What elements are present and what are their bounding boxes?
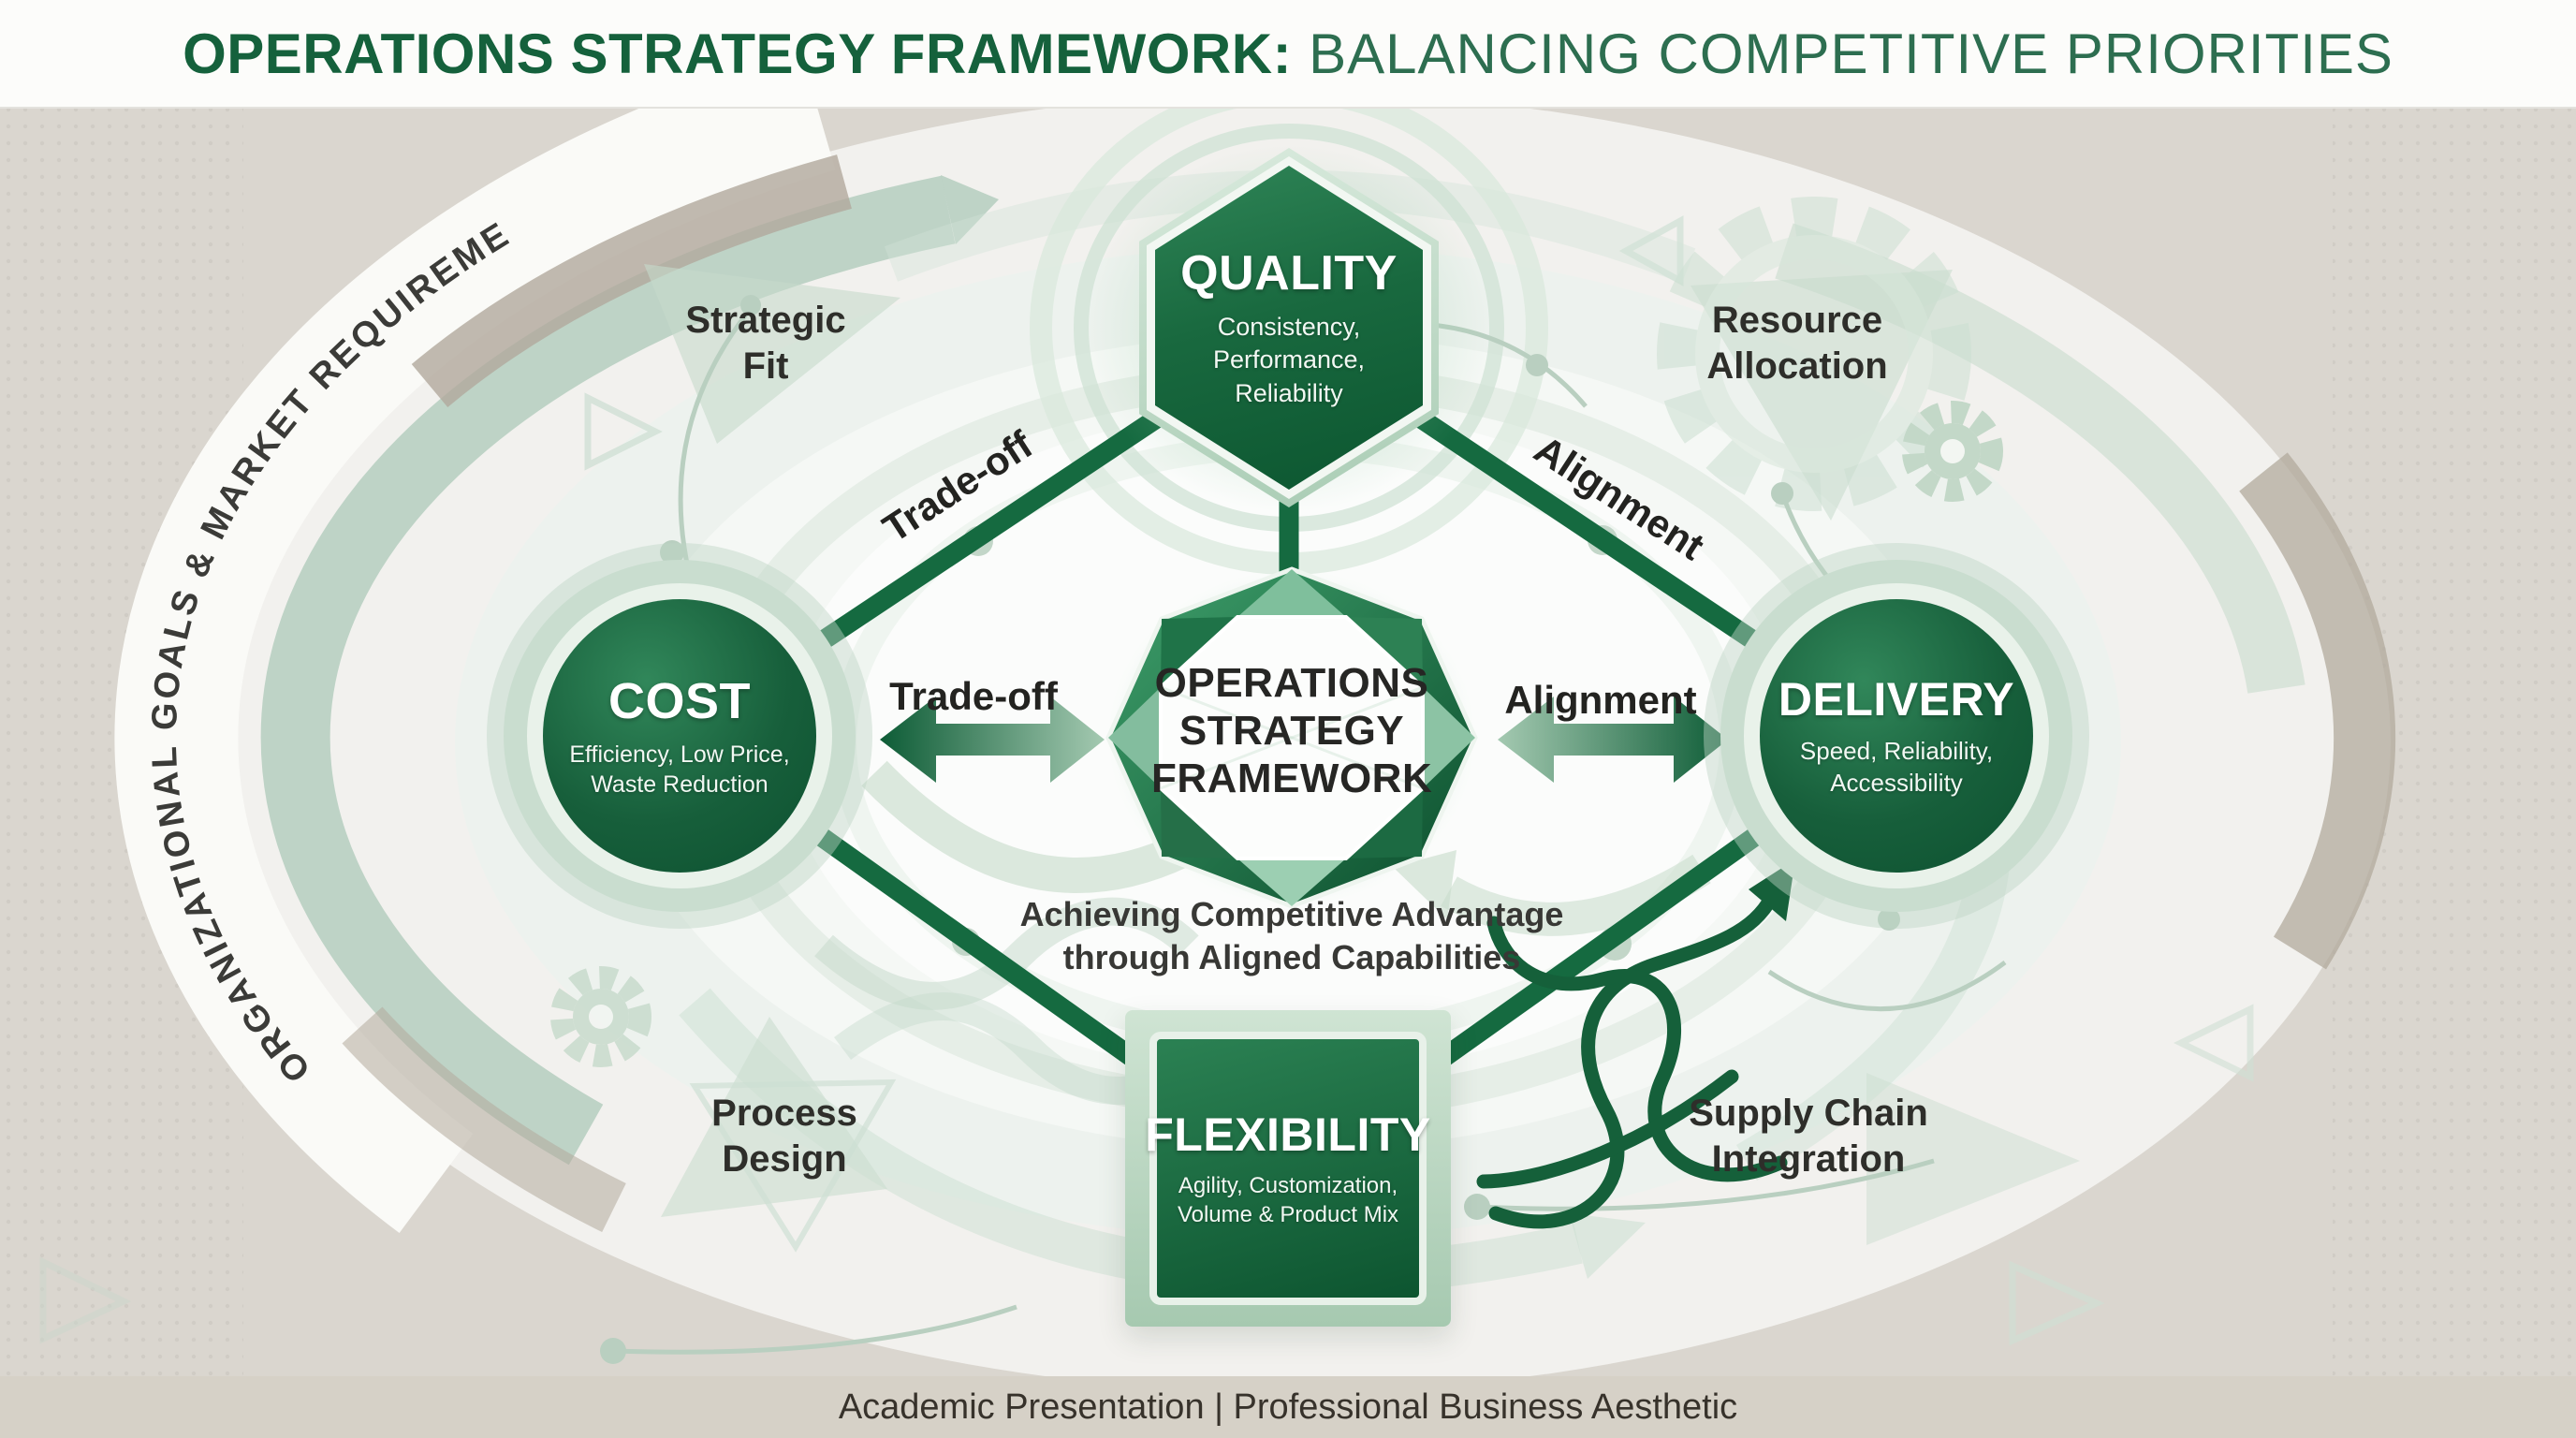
gear-icon bbox=[1902, 401, 2003, 502]
delivery-node: DELIVERY Speed, Reliability, Accessibili… bbox=[1760, 599, 2033, 873]
slide-footer: Academic Presentation | Professional Bus… bbox=[0, 1376, 2576, 1438]
slide-title-secondary: BALANCING COMPETITIVE PRIORITIES bbox=[1309, 22, 2393, 85]
delivery-subtitle: Speed, Reliability, Accessibility bbox=[1799, 737, 1994, 797]
alignment-horizontal-label: Alignment bbox=[1504, 678, 1697, 722]
strategic-fit-label: Strategic Fit bbox=[685, 300, 846, 387]
quality-subtitle: Consistency, Performance, Reliability bbox=[1212, 313, 1366, 407]
footer-text: Academic Presentation | Professional Bus… bbox=[838, 1387, 1738, 1427]
quality-node-core: QUALITY Consistency, Performance, Reliab… bbox=[1155, 166, 1423, 490]
gear-icon bbox=[1657, 197, 1971, 511]
slide-title-primary: OPERATIONS STRATEGY FRAMEWORK: bbox=[183, 22, 1293, 85]
supply-chain-integration-label: Supply Chain Integration bbox=[1689, 1093, 1928, 1180]
quality-node: QUALITY Consistency, Performance, Reliab… bbox=[1139, 148, 1439, 507]
center-gem bbox=[1030, 498, 1554, 977]
cost-subtitle: Efficiency, Low Price, Waste Reduction bbox=[569, 741, 790, 799]
flexibility-node: FLEXIBILITY Agility, Customization, Volu… bbox=[1125, 1010, 1451, 1327]
center-title: OPERATIONS STRATEGY FRAMEWORK bbox=[1151, 660, 1433, 802]
flexibility-node-core: FLEXIBILITY Agility, Customization, Volu… bbox=[1145, 1032, 1430, 1305]
slide-title-bar: OPERATIONS STRATEGY FRAMEWORK: BALANCING… bbox=[0, 0, 2576, 109]
braid-arrowhead bbox=[1749, 859, 1795, 921]
tradeoff-arrow bbox=[880, 697, 1105, 783]
delivery-title: DELIVERY bbox=[1778, 673, 2015, 726]
process-design-label: Process Design bbox=[711, 1093, 857, 1180]
alignment-arrow bbox=[1498, 697, 1728, 783]
quality-title: QUALITY bbox=[1180, 246, 1398, 301]
tradeoff-horizontal-label: Trade-off bbox=[889, 674, 1058, 718]
gear-icon bbox=[550, 966, 651, 1067]
resource-allocation-label: Resource Allocation bbox=[1706, 300, 1888, 387]
center-caption: Achieving Competitive Advantage through … bbox=[1019, 895, 1564, 977]
flexibility-title: FLEXIBILITY bbox=[1145, 1108, 1431, 1161]
flexibility-subtitle: Agility, Customization, Volume & Product… bbox=[1177, 1172, 1399, 1227]
cost-title: COST bbox=[607, 672, 751, 729]
cost-node: COST Efficiency, Low Price, Waste Reduct… bbox=[543, 599, 816, 873]
braid-ribbons bbox=[1476, 889, 1788, 1229]
